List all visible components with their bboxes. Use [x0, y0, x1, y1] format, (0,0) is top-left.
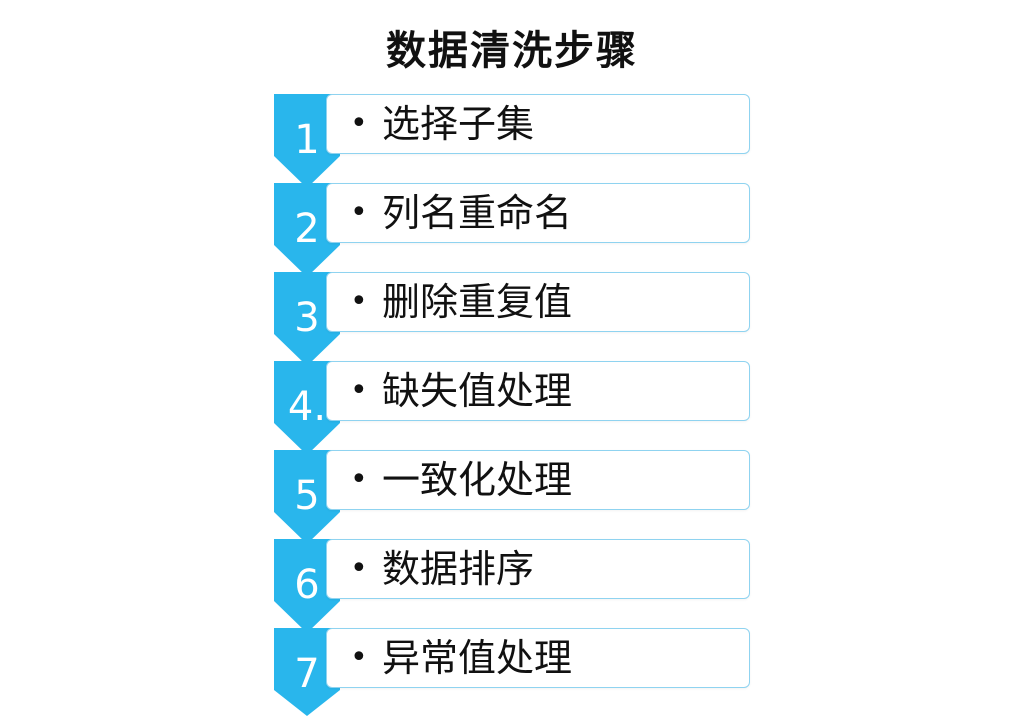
step-5: 5 • 一致化处理: [274, 450, 754, 544]
step-number: 7: [294, 651, 320, 697]
step-label: 删除重复值: [382, 280, 573, 324]
step-7: 7 • 异常值处理: [274, 628, 754, 716]
step-number: 1: [294, 117, 320, 163]
step-number: 4.: [287, 384, 327, 430]
chevron-down-icon: [274, 183, 340, 277]
step-number: 5: [294, 473, 320, 519]
chevron-down-icon: [274, 628, 340, 722]
step-number: 2: [294, 206, 320, 252]
chevron-down-icon: [274, 272, 340, 366]
bullet-icon: •: [350, 551, 368, 586]
step-box: [326, 94, 750, 154]
step-label: 缺失值处理: [382, 369, 573, 413]
step-box: [326, 450, 750, 510]
bullet-icon: •: [350, 462, 368, 497]
step-1: 1 • 选择子集: [274, 94, 754, 188]
bullet-icon: •: [350, 640, 368, 675]
bullet-icon: •: [350, 106, 368, 141]
step-box: [326, 539, 750, 599]
step-label: 一致化处理: [382, 458, 573, 502]
step-2: 2 • 列名重命名: [274, 183, 754, 277]
bullet-icon: •: [350, 373, 368, 408]
bullet-icon: •: [350, 284, 368, 319]
step-6: 6 • 数据排序: [274, 539, 754, 633]
chevron-down-icon: [274, 94, 340, 188]
chevron-down-icon: [274, 361, 340, 455]
bullet-icon: •: [350, 195, 368, 230]
step-box: [326, 183, 750, 243]
step-label: 数据排序: [382, 547, 535, 591]
step-4: 4. • 缺失值处理: [274, 361, 754, 455]
step-number: 3: [294, 295, 320, 341]
chevron-down-icon: [274, 450, 340, 544]
step-label: 列名重命名: [382, 191, 573, 235]
diagram-title: 数据清洗步骤: [386, 28, 638, 74]
step-label: 选择子集: [382, 102, 535, 146]
step-label: 异常值处理: [382, 636, 573, 680]
step-3: 3 • 删除重复值: [274, 272, 754, 366]
step-box: [326, 361, 750, 421]
step-box: [326, 272, 750, 332]
step-box: [326, 628, 750, 688]
chevron-down-icon: [274, 539, 340, 633]
step-number: 6: [294, 562, 320, 608]
